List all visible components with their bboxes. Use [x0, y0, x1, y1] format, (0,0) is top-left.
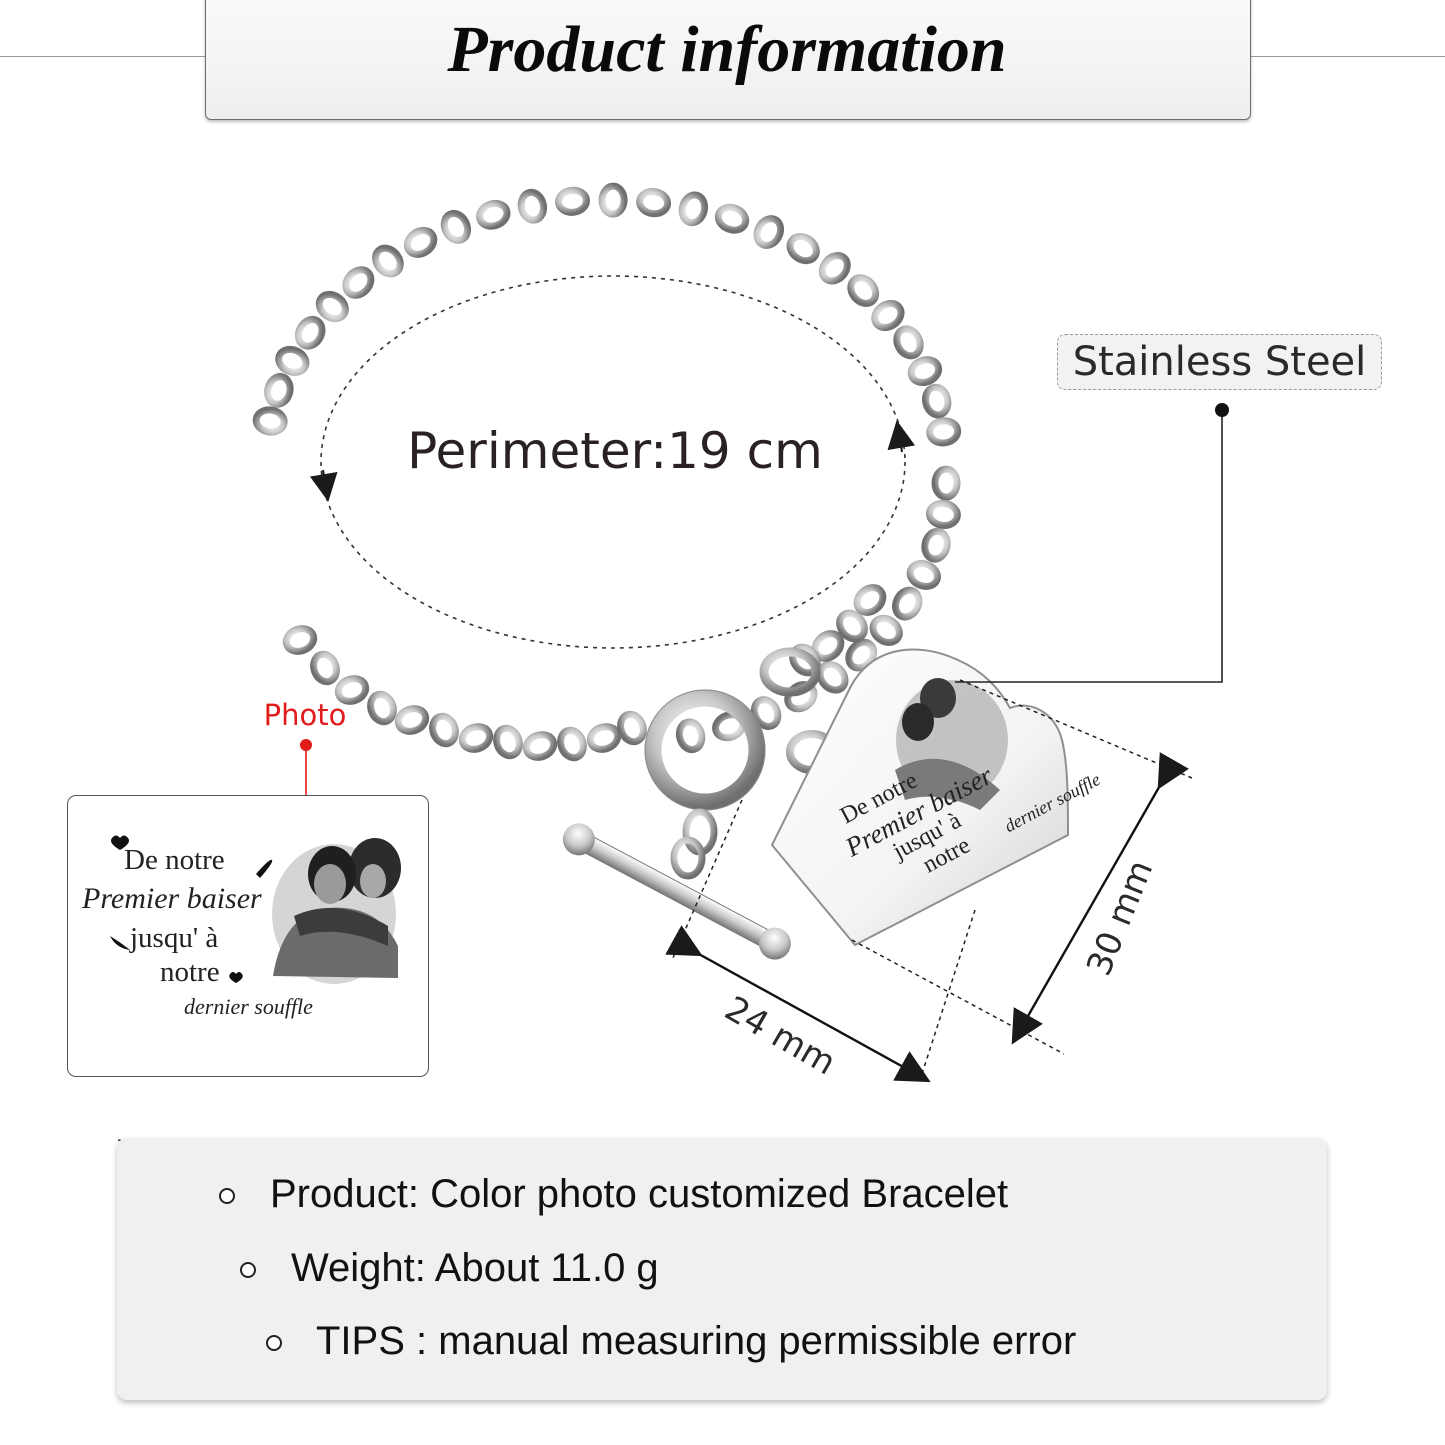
chain-link: [921, 527, 951, 563]
chain-link: [675, 718, 706, 754]
arrow-icon: [309, 469, 338, 502]
chain-link: [372, 244, 404, 278]
chain-link: [275, 345, 310, 376]
charm-photo: [895, 678, 1008, 810]
chain-link: [310, 650, 340, 686]
bullet-ring-icon: [240, 1262, 256, 1278]
chain-link: [753, 215, 785, 249]
chain-link: [926, 417, 962, 447]
header-rule-right: [1249, 56, 1445, 57]
photo-label: Photo: [263, 698, 347, 732]
chain-link: [907, 356, 943, 387]
chain-link: [334, 675, 370, 705]
chain-link: [476, 199, 511, 230]
photo-preview-card: De notre Premier baiser jusqu' à notre d…: [67, 795, 429, 1077]
chain-link: [818, 251, 851, 285]
chain-link: [294, 315, 326, 350]
chain-link: [557, 726, 587, 762]
chain-link: [906, 560, 941, 590]
chain-link: [342, 266, 375, 299]
material-connector: [955, 410, 1223, 683]
chain-link: [891, 586, 923, 621]
chain-link: [893, 325, 924, 360]
chain-link: [678, 191, 709, 227]
chain-link: [264, 373, 294, 408]
width-dimension-arrow: [665, 925, 931, 1083]
perimeter-ellipse: [320, 275, 906, 649]
arrow-icon: [887, 420, 916, 453]
chain-link: [836, 609, 868, 643]
chain-link: [555, 186, 590, 216]
bullet-ring-icon: [219, 1188, 235, 1204]
card-line-2: Premier baiser: [82, 882, 262, 915]
preview-photo: [110, 835, 408, 984]
heart-icon: [111, 835, 129, 850]
spec-panel: [117, 1138, 1327, 1400]
chain-link: [315, 290, 349, 323]
chain-link: [931, 465, 961, 501]
chain-link: [925, 499, 961, 529]
chain-link: [871, 299, 905, 332]
chain-link: [816, 661, 849, 694]
chain-link: [522, 731, 558, 761]
chain-link: [714, 203, 750, 234]
header-banner: [205, 0, 1251, 120]
chain-link: [636, 188, 672, 218]
chain-link: [847, 274, 880, 307]
chain-link: [458, 723, 494, 753]
chain-link: [252, 406, 288, 436]
chain-link: [493, 724, 523, 760]
chain-link: [586, 723, 622, 753]
card-line-5: dernier souffle: [184, 994, 313, 1019]
chain-link: [282, 625, 318, 655]
clasp-ring: [644, 689, 766, 811]
chain-link: [598, 182, 628, 218]
bullet-ring-icon: [266, 1335, 282, 1351]
perimeter-label: Perimeter:19 cm: [407, 422, 823, 480]
chain-link: [869, 614, 903, 646]
chain-link: [440, 209, 472, 244]
feather-icon: [110, 936, 130, 950]
chain-link: [853, 584, 887, 616]
chain-link: [429, 712, 459, 748]
chain-link: [403, 226, 438, 258]
chain-link: [617, 710, 647, 746]
heart-icon: [229, 972, 243, 983]
jump-ring: [759, 647, 821, 697]
page-title: Product information: [447, 13, 1007, 86]
card-line-3: jusqu' à: [130, 922, 219, 954]
chain-link: [367, 690, 397, 726]
height-dimension-arrow: [1011, 752, 1189, 1045]
chain-link: [786, 233, 820, 265]
chain: [252, 182, 962, 762]
chain-link: [922, 383, 952, 419]
card-line-4: notre: [160, 956, 220, 988]
spec-weight: Weight: About 11.0 g: [291, 1246, 659, 1290]
card-line-1: De notre: [124, 844, 225, 876]
chain-link: [394, 705, 430, 735]
chain-link: [517, 188, 548, 224]
header-rule-left: [0, 56, 205, 57]
feather-icon: [256, 859, 273, 878]
spec-product: Product: Color photo customized Bracelet: [270, 1172, 1009, 1216]
material-label: Stainless Steel: [1057, 334, 1382, 390]
spec-tips: TIPS : manual measuring permissible erro…: [316, 1319, 1077, 1363]
